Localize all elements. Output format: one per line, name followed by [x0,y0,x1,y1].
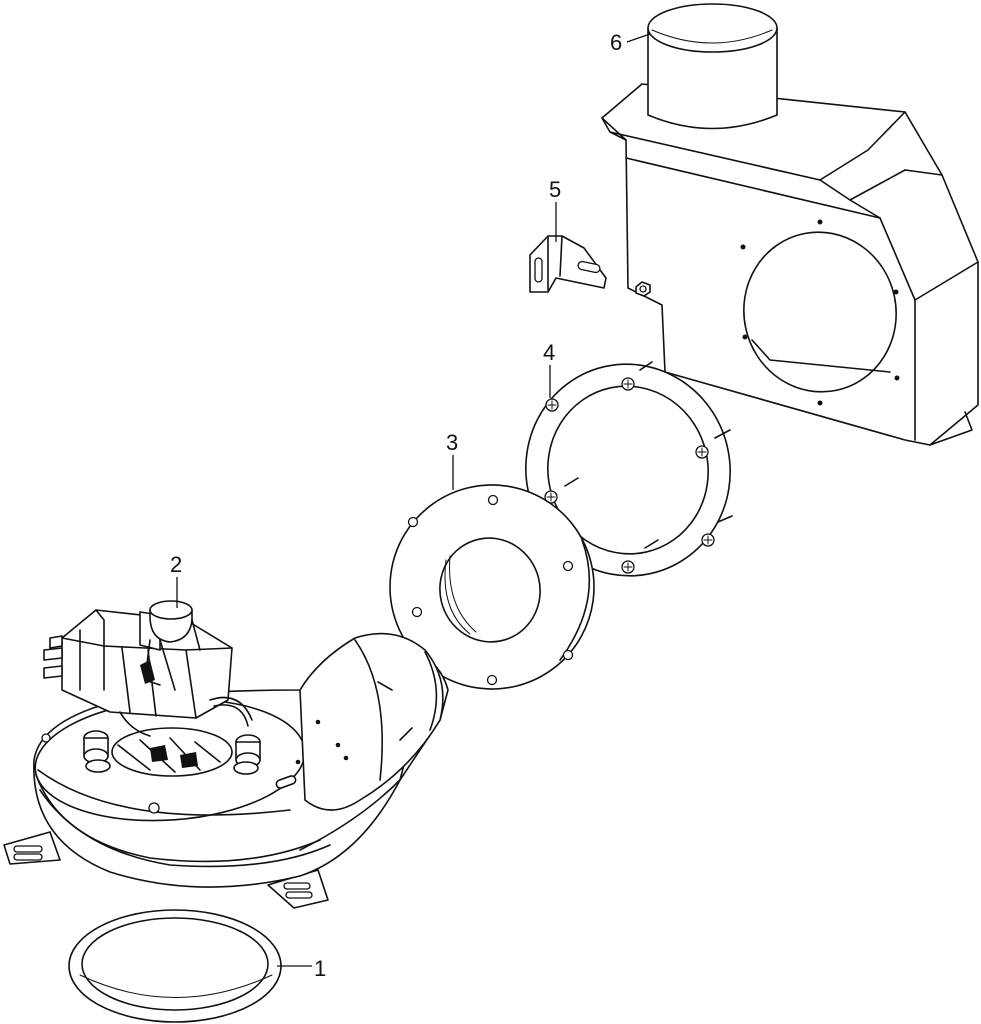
callout-5: 5 [549,177,561,242]
callout-2-label: 2 [170,552,182,577]
callout-4-label: 4 [543,340,555,365]
callout-1-label: 1 [314,956,326,981]
callout-1: 1 [277,956,326,981]
callout-5-label: 5 [549,177,561,202]
part-2-blower-assembly [3,600,449,909]
callout-2: 2 [170,552,182,608]
part-4-gasket-ring [525,361,733,577]
part-1-seal-ring [68,909,282,1023]
callout-3-label: 3 [446,430,458,455]
part-5-bracket [529,235,607,293]
callout-6: 6 [610,30,651,55]
part-3-flange-plate [389,484,595,690]
callouts: 1 2 3 4 5 6 [170,30,651,981]
callout-3: 3 [446,430,458,490]
rubber-mounts [83,730,261,775]
callout-6-label: 6 [610,30,622,55]
callout-4: 4 [543,340,555,398]
gasket-screws [544,377,715,574]
part-6-outlet-housing [601,3,979,446]
